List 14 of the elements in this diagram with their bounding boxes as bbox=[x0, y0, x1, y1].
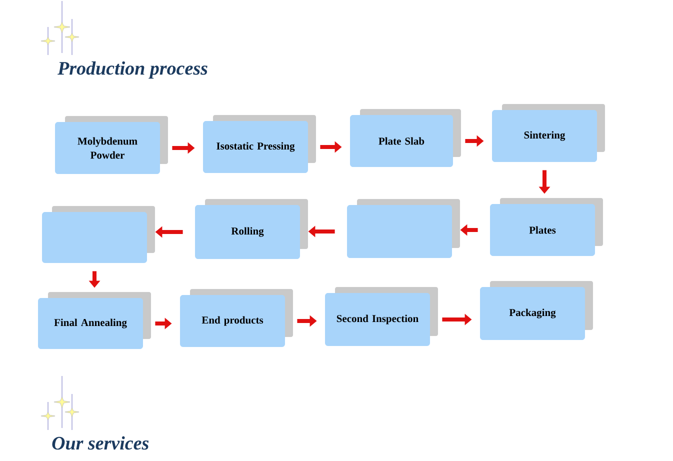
heading: Our services bbox=[52, 436, 149, 450]
process-box: Sintering bbox=[492, 104, 605, 162]
process-box: Second Inspection bbox=[325, 287, 438, 346]
heading: Production process bbox=[58, 61, 208, 79]
process-box bbox=[347, 199, 460, 258]
process-box: End products bbox=[180, 289, 293, 347]
process-box: Isostatic Pressing bbox=[203, 115, 316, 173]
process-box: Final Annealing bbox=[38, 292, 151, 349]
process-box: Packaging bbox=[480, 281, 593, 340]
process-box bbox=[42, 206, 155, 263]
process-box: Molybdenum Powder bbox=[55, 116, 168, 174]
process-box: Plate Slab bbox=[350, 109, 461, 167]
process-box: Plates bbox=[490, 198, 603, 256]
process-box: Rolling bbox=[195, 199, 308, 259]
